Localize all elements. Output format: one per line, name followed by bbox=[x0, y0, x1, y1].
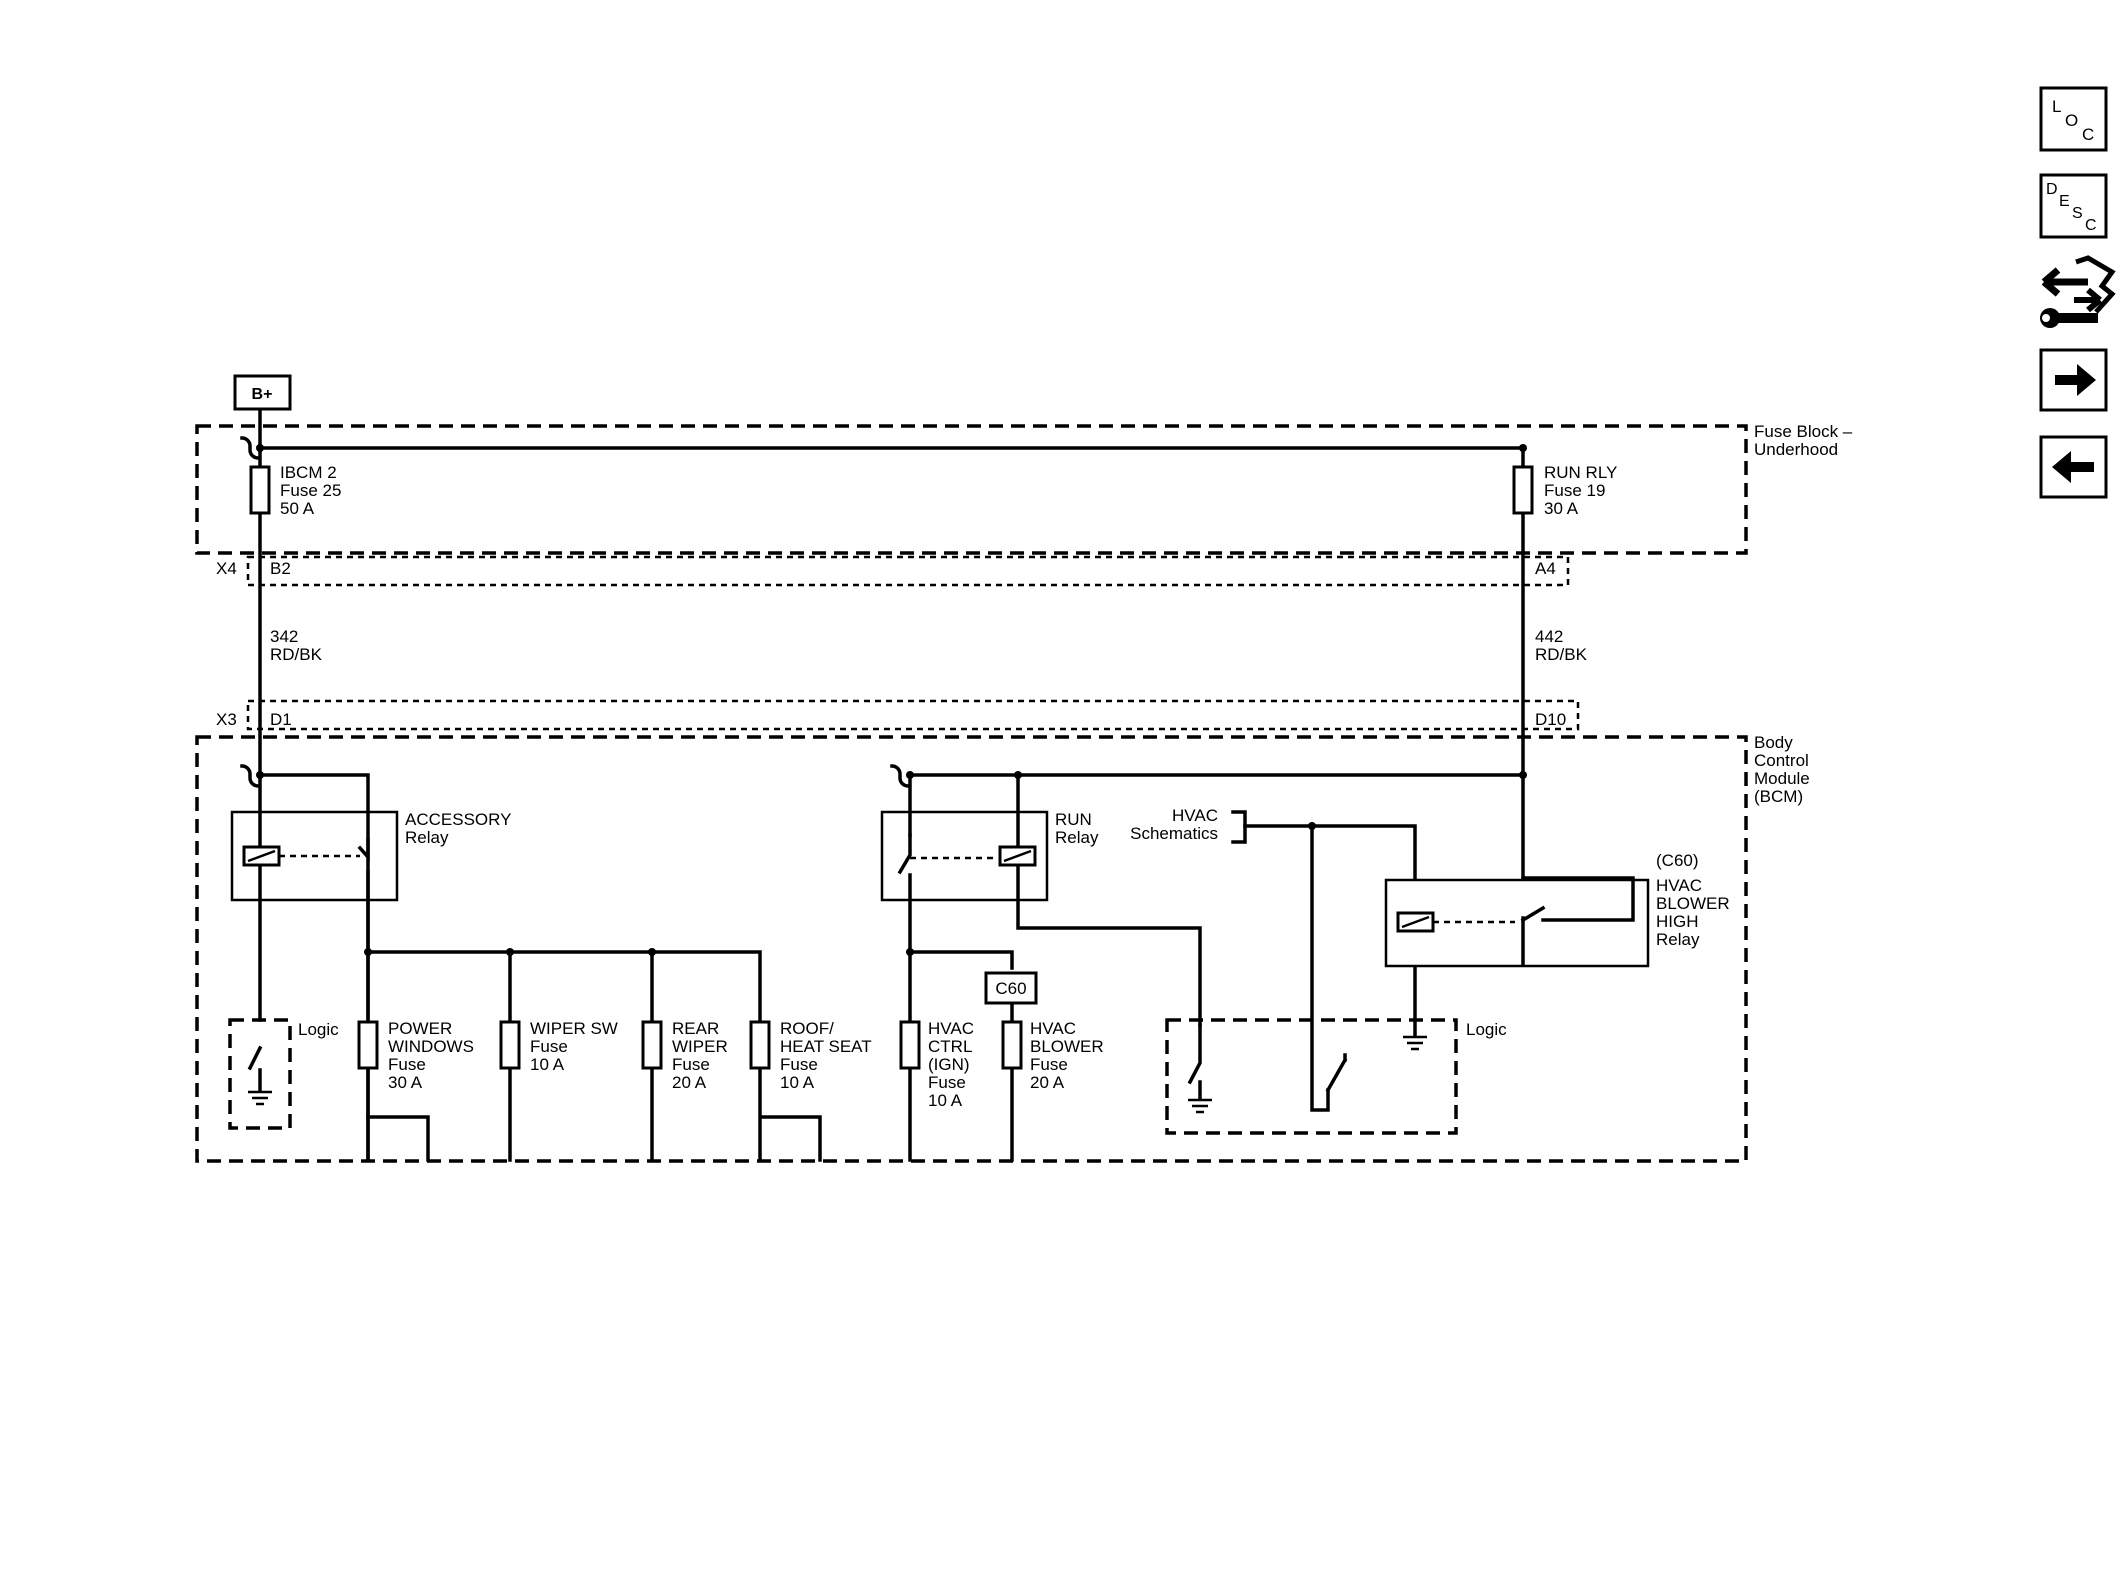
fuse-rear-wiper-l1: REAR bbox=[672, 1019, 719, 1038]
c60-connector-box bbox=[984, 971, 1038, 1005]
fuse-hvac-ctrl-l2: CTRL bbox=[928, 1037, 972, 1056]
accessory-relay bbox=[230, 810, 399, 1162]
fuse-rear-wiper-l3: Fuse bbox=[672, 1055, 710, 1074]
bcm-label-2: Control bbox=[1754, 751, 1809, 770]
fuse-block-label-2: Underhood bbox=[1754, 440, 1838, 459]
wire-342-color: RD/BK bbox=[270, 645, 323, 664]
fuse-run-rly bbox=[1512, 465, 1534, 515]
fuse-hvac-ctrl-l1: HVAC bbox=[928, 1019, 974, 1038]
connector-x4-pin-b2: B2 bbox=[270, 559, 291, 578]
bcm-fuse-roof-heat-seat bbox=[749, 1020, 771, 1070]
fuse-hvac-ctrl-l3: (IGN) bbox=[928, 1055, 970, 1074]
fuse-hvac-blower-l4: 20 A bbox=[1030, 1073, 1065, 1092]
junction-dots bbox=[256, 444, 1527, 956]
svg-text:S: S bbox=[2072, 205, 2083, 222]
connector-x3-pin-d10: D10 bbox=[1535, 710, 1566, 729]
fuse-roof-l1: ROOF/ bbox=[780, 1019, 834, 1038]
connector-tool-icon[interactable] bbox=[2040, 255, 2116, 328]
bcm-fuse-hvac-ctrl bbox=[899, 1020, 921, 1070]
fuse-roof-l3: Fuse bbox=[780, 1055, 818, 1074]
fuse-power-windows-l4: 30 A bbox=[388, 1073, 423, 1092]
fuse-ibcm2-name: IBCM 2 bbox=[280, 463, 337, 482]
fuse-run-rly-rating: 30 A bbox=[1544, 499, 1579, 518]
accessory-relay-label-2: Relay bbox=[405, 828, 449, 847]
fuse-power-windows-l3: Fuse bbox=[388, 1055, 426, 1074]
svg-text:D: D bbox=[2046, 181, 2058, 198]
logic-label-2: Logic bbox=[1466, 1020, 1507, 1039]
connector-x3-label: X3 bbox=[216, 710, 237, 729]
hvac-schematics-ref-2: Schematics bbox=[1130, 824, 1218, 843]
run-relay bbox=[880, 810, 1049, 902]
svg-text:L: L bbox=[2052, 97, 2061, 116]
logic-block-run bbox=[1165, 1018, 1458, 1135]
fuse-run-rly-name: RUN RLY bbox=[1544, 463, 1617, 482]
fuse-hvac-blower-l3: Fuse bbox=[1030, 1055, 1068, 1074]
blower-high-relay bbox=[1384, 878, 1650, 968]
wire-342-circuit: 342 bbox=[270, 627, 298, 646]
svg-text:C: C bbox=[2085, 217, 2097, 234]
fuse-block-boundary bbox=[195, 424, 1748, 555]
accessory-relay-label: ACCESSORY bbox=[405, 810, 511, 829]
c60-connector-label: C60 bbox=[995, 979, 1026, 998]
bcm-boundary bbox=[195, 735, 1748, 1163]
svg-text:O: O bbox=[2065, 111, 2078, 130]
fuse-roof-l2: HEAT SEAT bbox=[780, 1037, 872, 1056]
blower-relay-connector: (C60) bbox=[1656, 851, 1699, 870]
loc-icon[interactable]: L O C bbox=[2039, 86, 2108, 152]
fuse-ibcm2-number: Fuse 25 bbox=[280, 481, 341, 500]
fuse-power-windows-l2: WINDOWS bbox=[388, 1037, 474, 1056]
connector-x4 bbox=[246, 555, 1570, 587]
connector-x3 bbox=[246, 699, 1580, 731]
battery-terminal-box bbox=[233, 374, 292, 411]
hvac-schematics-ref: HVAC bbox=[1172, 806, 1218, 825]
bcm-fuse-hvac-blower bbox=[1001, 1020, 1023, 1070]
bcm-fuse-rear-wiper bbox=[641, 1020, 663, 1070]
logic-label-1: Logic bbox=[298, 1020, 339, 1039]
fuse-roof-l4: 10 A bbox=[780, 1073, 815, 1092]
bcm-label-3: Module bbox=[1754, 769, 1810, 788]
fuse-rear-wiper-l4: 20 A bbox=[672, 1073, 707, 1092]
blower-relay-label-4: Relay bbox=[1656, 930, 1700, 949]
run-relay-label-2: Relay bbox=[1055, 828, 1099, 847]
bcm-label-1: Body bbox=[1754, 733, 1793, 752]
fuse-wiper-sw-l2: Fuse bbox=[530, 1037, 568, 1056]
fuse-ibcm2 bbox=[249, 465, 271, 515]
blower-relay-label-1: HVAC bbox=[1656, 876, 1702, 895]
previous-arrow-icon[interactable] bbox=[2039, 435, 2108, 499]
fuse-hvac-blower-l1: HVAC bbox=[1030, 1019, 1076, 1038]
fuse-rear-wiper-l2: WIPER bbox=[672, 1037, 728, 1056]
bcm-fuse-power-windows bbox=[357, 1020, 379, 1070]
fuse-run-rly-number: Fuse 19 bbox=[1544, 481, 1605, 500]
fuse-block-label: Fuse Block – bbox=[1754, 422, 1853, 441]
fuse-power-windows-l1: POWER bbox=[388, 1019, 452, 1038]
fuse-hvac-blower-l2: BLOWER bbox=[1030, 1037, 1104, 1056]
fuse-ibcm2-rating: 50 A bbox=[280, 499, 315, 518]
bcm-label-4: (BCM) bbox=[1754, 787, 1803, 806]
wire-442-circuit: 442 bbox=[1535, 627, 1563, 646]
connector-x3-pin-d1: D1 bbox=[270, 710, 292, 729]
run-relay-label: RUN bbox=[1055, 810, 1092, 829]
fuse-hvac-ctrl-l5: 10 A bbox=[928, 1091, 963, 1110]
svg-text:C: C bbox=[2082, 125, 2094, 144]
fuse-wiper-sw-l3: 10 A bbox=[530, 1055, 565, 1074]
connector-x4-pin-a4: A4 bbox=[1535, 559, 1556, 578]
logic-block-accessory bbox=[228, 1018, 292, 1130]
fuse-wiper-sw-l1: WIPER SW bbox=[530, 1019, 618, 1038]
svg-text:E: E bbox=[2059, 193, 2070, 210]
blower-relay-label-3: HIGH bbox=[1656, 912, 1699, 931]
bcm-fuse-wiper-sw bbox=[499, 1020, 521, 1070]
desc-icon[interactable]: D E S C bbox=[2039, 173, 2108, 239]
fuse-hvac-ctrl-l4: Fuse bbox=[928, 1073, 966, 1092]
next-arrow-icon[interactable] bbox=[2039, 348, 2108, 412]
wire-442-color: RD/BK bbox=[1535, 645, 1588, 664]
connector-x4-label: X4 bbox=[216, 559, 237, 578]
blower-relay-label-2: BLOWER bbox=[1656, 894, 1730, 913]
battery-label: B+ bbox=[252, 386, 273, 403]
